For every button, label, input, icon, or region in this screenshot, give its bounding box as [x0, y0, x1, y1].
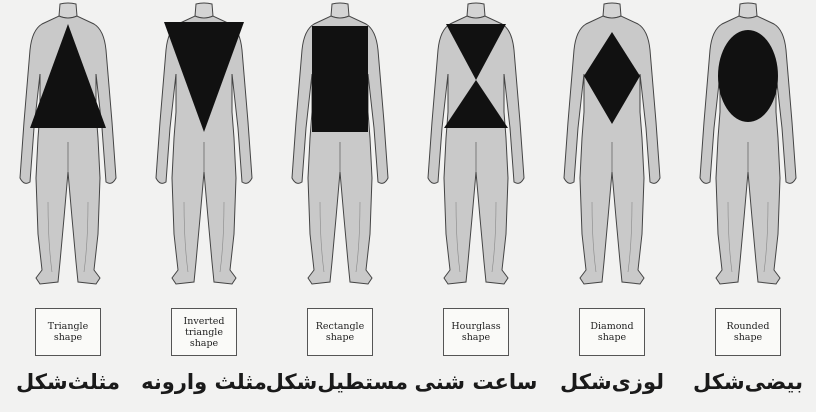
triangle-en-line-2: shape	[54, 332, 82, 343]
triangle-en-line-1: Triangle	[48, 321, 88, 332]
figure-rounded: Rounded shape بیضی‌شکل	[680, 0, 816, 412]
triangle-fa-label: مثلث‌شکل	[0, 370, 136, 394]
hourglass-en-label-box: Hourglass shape	[443, 308, 509, 356]
diamond-en-line-1: Diamond	[590, 321, 633, 332]
rounded-en-label-box: Rounded shape	[715, 308, 781, 356]
inverted-triangle-en-label-box: Inverted triangle shape	[171, 308, 237, 356]
hourglass-en-line-1: Hourglass	[451, 321, 500, 332]
inverted-triangle-en-line-3: shape	[190, 338, 218, 349]
figure-triangle: Triangle shape مثلث‌شکل	[0, 0, 136, 412]
hourglass-fa-label: ساعت شنی	[408, 370, 544, 394]
figure-diamond: Diamond shape لوزی‌شکل	[544, 0, 680, 412]
rectangle-body-illustration	[280, 2, 400, 290]
figure-hourglass: Hourglass shape ساعت شنی	[408, 0, 544, 412]
triangle-en-label-box: Triangle shape	[35, 308, 101, 356]
rectangle-en-line-1: Rectangle	[316, 321, 364, 332]
inverted-triangle-en-line-2: triangle	[185, 327, 223, 338]
inverted-triangle-en-line-1: Inverted	[184, 316, 225, 327]
rectangle-fa-label: مستطیل‌شکل	[272, 370, 408, 394]
rectangle-en-line-2: shape	[326, 332, 354, 343]
rounded-fa-label: بیضی‌شکل	[680, 370, 816, 394]
diamond-en-label-box: Diamond shape	[579, 308, 645, 356]
rounded-en-line-2: shape	[734, 332, 762, 343]
inverted-triangle-body-illustration	[144, 2, 264, 290]
diamond-body-illustration	[552, 2, 672, 290]
rectangle-shape	[312, 26, 368, 132]
rounded-en-line-1: Rounded	[727, 321, 770, 332]
hourglass-body-illustration	[416, 2, 536, 290]
diamond-en-line-2: shape	[598, 332, 626, 343]
rounded-shape	[718, 30, 778, 122]
inverted-triangle-fa-label: مثلث وارونه	[136, 370, 272, 394]
hourglass-en-line-2: shape	[462, 332, 490, 343]
diamond-fa-label: لوزی‌شکل	[544, 370, 680, 394]
triangle-body-illustration	[8, 2, 128, 290]
figure-rectangle: Rectangle shape مستطیل‌شکل	[272, 0, 408, 412]
rectangle-en-label-box: Rectangle shape	[307, 308, 373, 356]
rounded-body-illustration	[688, 2, 808, 290]
figure-inverted-triangle: Inverted triangle shape مثلث وارونه	[136, 0, 272, 412]
